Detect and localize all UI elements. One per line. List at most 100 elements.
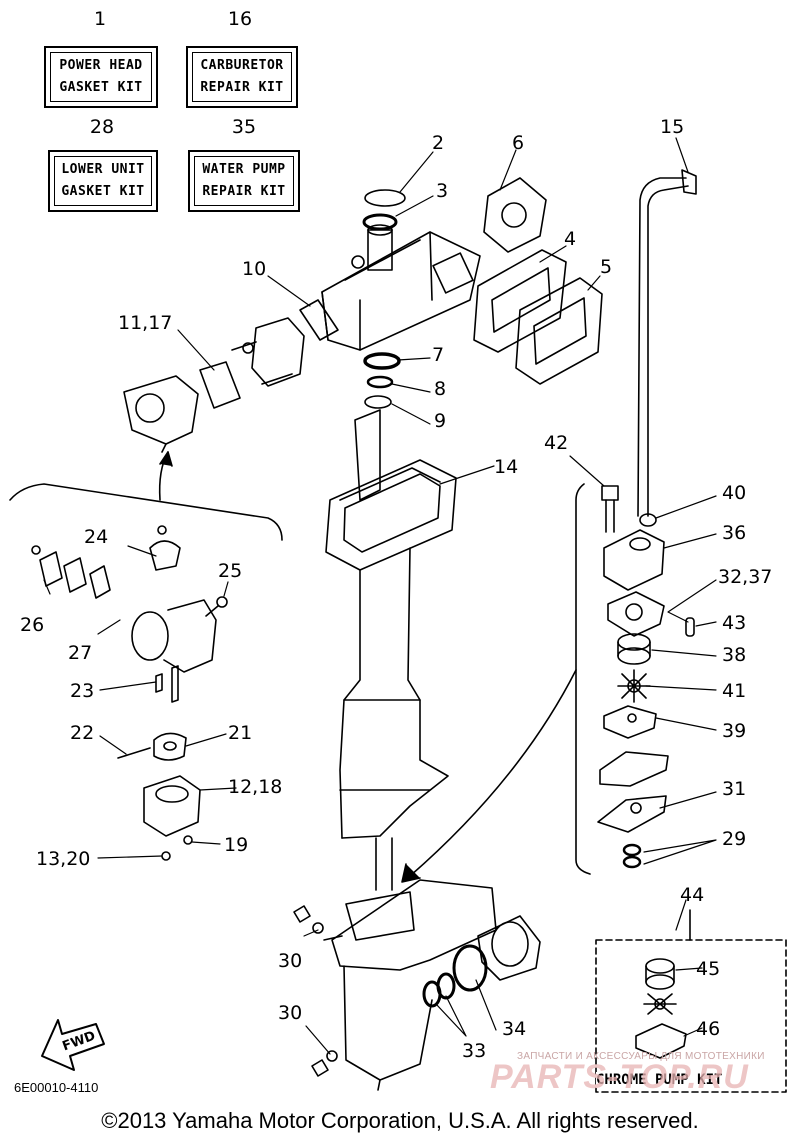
- kit-title-line1: POWER HEAD: [59, 58, 143, 73]
- gasket-10: [299, 299, 339, 341]
- kit-box-inner: LOWER UNIT GASKET KIT: [54, 156, 152, 206]
- kit-title-line1: WATER PUMP: [202, 162, 286, 177]
- callout-31: 31: [722, 778, 747, 800]
- upper-casing: [325, 409, 457, 571]
- float-chamber-12: [143, 775, 201, 837]
- kit-title-line2: REPAIR KIT: [202, 184, 286, 199]
- kit-box-inner: CARBURETOR REPAIR KIT: [192, 52, 292, 102]
- kit-box-power-head[interactable]: POWER HEAD GASKET KIT: [44, 46, 158, 108]
- water-tube-15: [637, 169, 697, 517]
- pin-22: [117, 747, 151, 759]
- callout-10: 10: [242, 258, 267, 280]
- callout-40: 40: [722, 482, 747, 504]
- kit-box-inner: WATER PUMP REPAIR KIT: [194, 156, 294, 206]
- kit-title-line2: REPAIR KIT: [200, 80, 284, 95]
- seal-7: [363, 352, 401, 370]
- watermark-logo: PARTS-TOP.RU: [490, 1058, 749, 1096]
- callout-12-18: 12,18: [228, 776, 283, 798]
- callout-2: 2: [432, 132, 445, 154]
- intake-manifold: [231, 317, 305, 387]
- watermark-tagline: ЗАПЧАСТИ И АКСЕССУАРЫ ДЛЯ МОТОТЕХНИКИ: [517, 1051, 765, 1062]
- callout-46: 46: [696, 1018, 721, 1040]
- callout-14: 14: [494, 456, 519, 478]
- float-21: [153, 732, 187, 761]
- kit-box-carburetor[interactable]: CARBURETOR REPAIR KIT: [186, 46, 298, 108]
- o-ring-9: [364, 395, 392, 409]
- pin-43: [685, 617, 695, 637]
- callout-33: 33: [462, 1040, 487, 1062]
- cover-5: [515, 277, 603, 385]
- callout-19: 19: [224, 834, 249, 856]
- carburetor-gasket-11: [199, 361, 241, 409]
- seals-33: [422, 972, 456, 1008]
- pump-group-bracket: [575, 483, 591, 875]
- callout-30-bottom: 30: [278, 1002, 303, 1024]
- callout-11-17: 11,17: [118, 312, 173, 334]
- callout-42: 42: [544, 432, 569, 454]
- drive-shaft-housing: [339, 547, 449, 839]
- drain-13: [161, 851, 171, 861]
- cylinder-block: [321, 231, 481, 351]
- propeller-shaft-housing: [477, 915, 541, 981]
- crankshaft-top: [367, 224, 393, 271]
- callout-43: 43: [722, 612, 747, 634]
- fwd-arrow-icon: [41, 1019, 105, 1071]
- gear-case: [323, 879, 497, 1091]
- cover-24: [149, 525, 181, 571]
- callout-22: 22: [70, 722, 95, 744]
- carb-group-arrow: [158, 451, 173, 501]
- kit-number-28: 28: [89, 116, 115, 138]
- kit-title-line1: CARBURETOR: [200, 58, 284, 73]
- drive-shaft: [375, 837, 393, 891]
- callout-34: 34: [502, 1018, 527, 1040]
- callout-5: 5: [600, 256, 613, 278]
- kit-box-inner: POWER HEAD GASKET KIT: [50, 52, 152, 102]
- callout-27: 27: [68, 642, 93, 664]
- o-ring-34: [452, 944, 488, 992]
- carburetor-group-bracket: [9, 483, 283, 541]
- gasket-6: [483, 177, 547, 253]
- kit-box-water-pump[interactable]: WATER PUMP REPAIR KIT: [188, 150, 300, 212]
- gasket-31: [597, 795, 667, 833]
- callout-21: 21: [228, 722, 253, 744]
- callout-44: 44: [680, 884, 705, 906]
- diagram-code: 6E00010-4110: [14, 1080, 99, 1095]
- kit-number-1: 1: [93, 8, 107, 30]
- gaskets-26: [31, 545, 111, 599]
- callout-45: 45: [696, 958, 721, 980]
- gasket-14: [339, 467, 441, 501]
- kit-number-35: 35: [231, 116, 257, 138]
- callout-23: 23: [70, 680, 95, 702]
- callout-4: 4: [564, 228, 577, 250]
- kit-title-line1: LOWER UNIT: [61, 162, 145, 177]
- callout-24: 24: [84, 526, 109, 548]
- kit-number-16: 16: [227, 8, 253, 30]
- callout-13-20: 13,20: [36, 848, 91, 870]
- callout-15: 15: [660, 116, 685, 138]
- plate-39: [603, 705, 657, 739]
- copyright-notice: ©2013 Yamaha Motor Corporation, U.S.A. A…: [101, 1108, 699, 1133]
- callout-29: 29: [722, 828, 747, 850]
- o-ring-2: [364, 189, 406, 207]
- screw-19: [183, 835, 193, 845]
- leader-lines: [43, 137, 717, 1055]
- seal-3: [362, 213, 398, 231]
- bearing-8: [366, 375, 394, 389]
- plug-30-top: [293, 905, 324, 934]
- plug-30-bottom: [311, 1050, 338, 1077]
- pump-housing-36: [603, 529, 665, 591]
- callout-8: 8: [434, 378, 447, 400]
- gasket-upper: [599, 751, 669, 787]
- jet-23: [155, 665, 179, 703]
- callout-41: 41: [722, 680, 747, 702]
- kit-box-lower-unit[interactable]: LOWER UNIT GASKET KIT: [48, 150, 158, 212]
- float-chamber-27: [131, 599, 217, 673]
- oil-seals-29: [622, 843, 642, 869]
- grommet-40: [639, 513, 657, 527]
- insert-38: [617, 633, 651, 665]
- kit-title-line2: GASKET KIT: [61, 184, 145, 199]
- callout-39: 39: [722, 720, 747, 742]
- callout-25: 25: [218, 560, 243, 582]
- gasket-32-37: [607, 591, 665, 637]
